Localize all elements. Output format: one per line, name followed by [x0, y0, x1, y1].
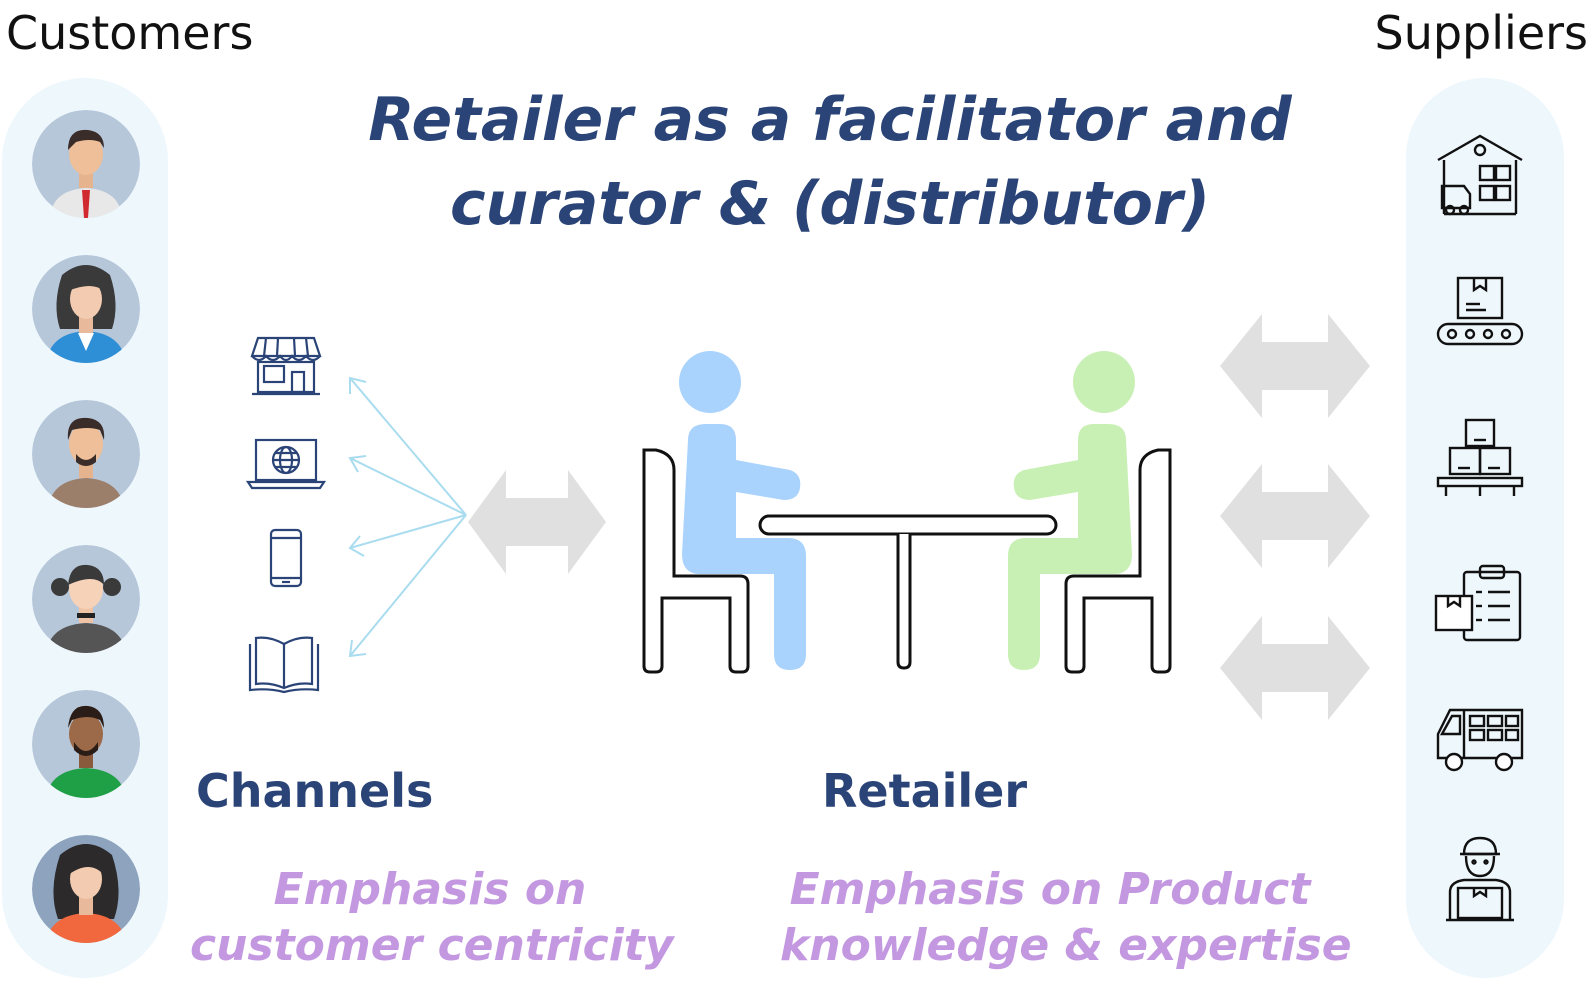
supplier-double-arrow-2	[1220, 464, 1370, 568]
customer-column	[2, 78, 168, 978]
channel-fan-arrows	[348, 376, 467, 658]
channels-emphasis-line-1: Emphasis on	[273, 864, 587, 915]
retailer-emphasis: Emphasis on Product knowledge & expertis…	[780, 862, 1352, 974]
channels-label: Channels	[196, 764, 434, 818]
channels-emphasis: Emphasis on customer centricity	[190, 862, 674, 974]
clipboard-box-icon	[1434, 564, 1522, 642]
suppliers-label: Suppliers	[1374, 6, 1589, 60]
girl-pigtails-avatar	[32, 545, 140, 653]
customers-label: Customers	[6, 6, 254, 60]
smartphone-icon	[269, 528, 303, 588]
title-line-1: Retailer as a facilitator and	[368, 85, 1292, 155]
retailer-emphasis-line-1: Emphasis on Product	[789, 864, 1311, 915]
store-icon	[250, 336, 322, 396]
courier-icon	[1446, 836, 1514, 922]
supplier-double-arrow-3	[1220, 616, 1370, 720]
man-tie-avatar	[32, 110, 140, 218]
laptop-web-icon	[246, 438, 326, 490]
supplier-column	[1406, 78, 1564, 978]
warehouse-icon	[1437, 134, 1523, 216]
woman-orange-avatar	[32, 835, 140, 943]
retailer-label: Retailer	[822, 764, 1028, 818]
delivery-truck-icon	[1436, 708, 1524, 772]
green-person	[1008, 351, 1135, 670]
book-icon	[248, 636, 320, 694]
supplier-double-arrow-1	[1220, 314, 1370, 418]
pallet-boxes-icon	[1436, 418, 1524, 496]
title-line-2: curator & (distributor)	[449, 169, 1211, 239]
blue-person	[679, 351, 806, 670]
bearded-man-avatar	[32, 400, 140, 508]
retailer-emphasis-line-2: knowledge & expertise	[780, 920, 1352, 971]
woman-blue-avatar	[32, 255, 140, 363]
dark-skin-man-avatar	[32, 690, 140, 798]
main-title: Retailer as a facilitator and curator & …	[300, 78, 1360, 246]
meeting-illustration	[642, 351, 1172, 674]
conveyor-box-icon	[1436, 276, 1524, 346]
channel-retailer-double-arrow	[468, 470, 606, 574]
channels-emphasis-line-2: customer centricity	[190, 920, 674, 971]
